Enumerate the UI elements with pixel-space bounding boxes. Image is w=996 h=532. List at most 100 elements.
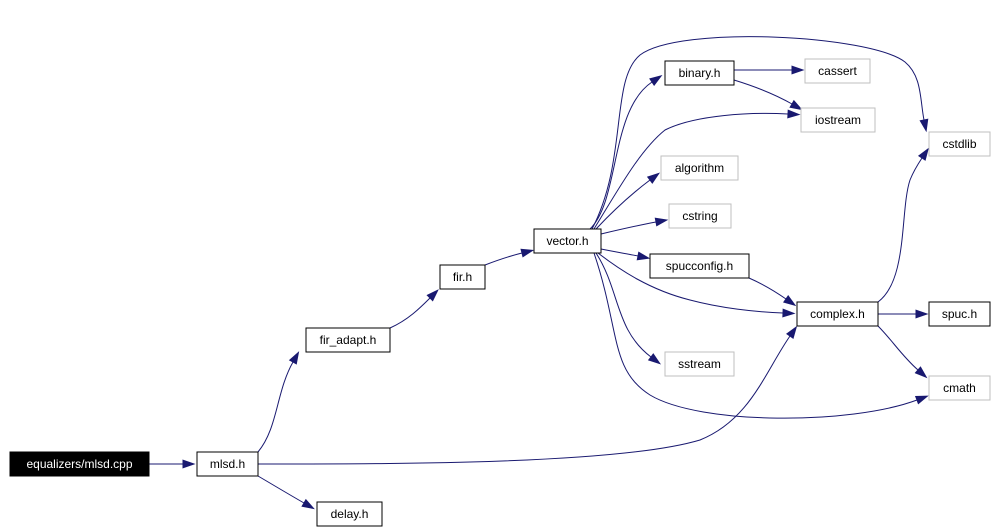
node-box [664,351,735,377]
node-box [196,451,259,477]
node-label: delay.h [331,507,369,521]
node-box [804,58,871,84]
edge-arrowhead [919,118,929,133]
node-fir-adapt-h[interactable]: fir_adapt.h [305,327,391,353]
edge-line [748,277,787,300]
edge-complex_h-to-cstdlib [877,147,929,303]
node-vector-h[interactable]: vector.h [533,228,602,254]
edge-arrowhead [182,459,196,469]
edge-mlsd_h-to-fir_adapt_h [257,351,300,453]
edge-fir_adapt_h-to-fir_h [389,289,439,329]
node-cmath[interactable]: cmath [928,375,991,401]
edge-vector_h-to-complex_h [597,252,796,318]
edge-equalizers_mlsd_cpp-to-mlsd_h [149,459,196,469]
edge-line [484,252,523,266]
node-label: cmath [943,381,976,395]
edges-layer [149,36,929,510]
edge-arrowhead [301,498,315,510]
node-box [800,107,876,133]
edge-vector_h-to-spucconfig_h [600,248,651,261]
edge-arrowhead [914,395,929,405]
edge-arrowhead [647,353,662,365]
nodes-layer: equalizers/mlsd.cpp mlsd.h fir_adapt.hdela… [9,58,991,527]
node-label: algorithm [675,161,724,175]
node-delay-h[interactable]: delay.h [316,501,383,527]
edge-line [597,252,784,314]
node-spucconfig-h[interactable]: spucconfig.h [649,253,750,279]
node-label: sstream [678,357,721,371]
edge-vector_h-to-algorithm [595,172,661,230]
edge-vector_h-to-cstring [600,217,669,235]
edge-line [595,179,651,230]
node-cstring[interactable]: cstring [668,203,732,229]
node-complex-h[interactable]: complex.h [796,301,879,327]
node-label: mlsd.h [210,457,245,471]
edge-arrowhead [789,99,803,111]
edge-line [877,325,919,371]
edge-arrowhead [782,308,796,318]
edge-arrowhead [654,217,669,227]
node-box [9,451,150,477]
edge-line [600,221,657,235]
node-label: spucconfig.h [666,259,733,273]
edge-arrowhead [288,351,300,365]
node-fir-h[interactable]: fir.h [439,264,486,290]
edge-complex_h-to-cmath [877,325,928,379]
node-box [668,203,732,229]
node-iostream[interactable]: iostream [800,107,876,133]
edge-fir_h-to-vector_h [484,248,535,266]
node-equalizers-mlsd-cpp[interactable]: equalizers/mlsd.cpp [9,451,150,477]
edge-line [589,81,653,230]
edge-arrowhead [646,172,661,184]
edge-line [733,79,793,105]
node-box [660,155,739,181]
edge-arrowhead [917,147,929,161]
node-label: iostream [815,113,861,127]
node-cstdlib[interactable]: cstdlib [928,131,991,157]
node-label: complex.h [810,307,865,321]
node-label: binary.h [679,66,721,80]
node-box [649,253,750,279]
node-label: fir.h [453,270,472,284]
edge-line [591,36,925,230]
edge-spucconfig_h-to-complex_h [748,277,797,307]
edge-arrowhead [786,325,798,339]
node-label: cstdlib [942,137,976,151]
node-label: fir_adapt.h [320,333,377,347]
node-spuc-h[interactable]: spuc.h [928,301,991,327]
node-label: equalizers/mlsd.cpp [26,457,132,471]
edge-line [257,361,294,453]
node-box [928,131,991,157]
edge-binary_h-to-iostream [733,79,803,111]
edge-line [389,297,431,329]
node-box [796,301,879,327]
edge-arrowhead [783,295,797,307]
edge-arrowhead [915,309,929,319]
edge-arrowhead [520,248,535,258]
edge-vector_h-to-cmath [593,252,929,419]
edge-binary_h-to-cassert [734,65,805,75]
node-label: cstring [682,209,717,223]
edge-arrowhead [649,75,663,87]
edge-line [257,475,305,504]
node-label: vector.h [546,234,588,248]
edge-vector_h-to-sstream [595,252,662,365]
edge-line [593,252,918,419]
node-cassert[interactable]: cassert [804,58,871,84]
edge-line [595,252,652,358]
edge-arrowhead [426,289,439,302]
edge-arrowhead [791,65,805,75]
edge-line [600,248,639,257]
node-mlsd-h[interactable]: mlsd.h [196,451,259,477]
node-box [305,327,391,353]
edge-vector_h-to-binary_h [589,75,663,230]
edge-arrowhead [914,366,928,379]
node-box [439,264,486,290]
node-box [316,501,383,527]
node-algorithm[interactable]: algorithm [660,155,739,181]
node-label: spuc.h [942,307,977,321]
node-binary-h[interactable]: binary.h [664,60,735,86]
edge-arrowhead [787,109,801,119]
node-sstream[interactable]: sstream [664,351,735,377]
